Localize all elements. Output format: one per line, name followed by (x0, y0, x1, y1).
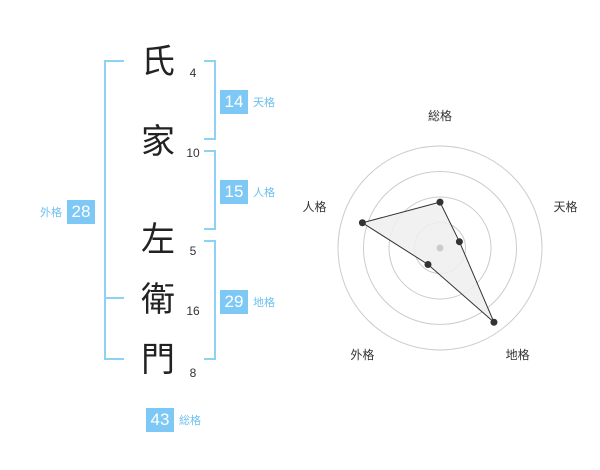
tenkaku-value: 14 (220, 90, 248, 114)
name-char-3: 左 (141, 220, 175, 260)
tenkaku-label: 天格 (253, 96, 275, 109)
radar-point-3 (490, 318, 498, 326)
radar-grid-ring (363, 171, 517, 325)
stroke-count-4: 16 (186, 304, 200, 318)
stroke-count-5: 8 (189, 366, 197, 380)
radar-points (358, 198, 498, 326)
radar-center-dot (436, 244, 444, 252)
jinkaku-badge: 15 人格 (220, 180, 275, 204)
radar-grid-ring (388, 196, 492, 300)
chikaku-value: 29 (220, 290, 248, 314)
radar-axis-label-1: 総格 (428, 108, 452, 123)
chikaku-badge: 29 地格 (220, 290, 275, 314)
radar-axis-label-5: 人格 (302, 199, 326, 214)
stroke-count-1: 4 (189, 66, 197, 80)
radar-grid-ring (337, 145, 543, 351)
radar-point-1 (436, 198, 444, 206)
soukaku-value: 43 (146, 408, 174, 432)
radar-axis-label-4: 外格 (350, 347, 374, 362)
radar-axis-label-3: 地格 (506, 347, 530, 362)
name-char-1: 氏 (141, 42, 175, 82)
jinkaku-bracket (204, 150, 216, 230)
gaikaku-value: 28 (67, 200, 95, 224)
stroke-count-3: 5 (189, 244, 197, 258)
name-char-4: 衛 (141, 280, 175, 320)
soukaku-badge: 43 総格 (146, 408, 201, 432)
gaikaku-bracket-divider (104, 297, 124, 299)
gaikaku-bracket (104, 60, 124, 360)
gaikaku-label: 外格 (40, 206, 62, 219)
radar-point-2 (455, 238, 463, 246)
name-char-5: 門 (141, 340, 175, 380)
radar-point-5 (358, 219, 366, 227)
name-char-2: 家 (141, 122, 175, 162)
jinkaku-label: 人格 (253, 186, 275, 199)
radar-point-4 (424, 261, 432, 269)
chikaku-label: 地格 (253, 296, 275, 309)
tenkaku-badge: 14 天格 (220, 90, 275, 114)
chikaku-bracket (204, 240, 216, 360)
jinkaku-value: 15 (220, 180, 248, 204)
gaikaku-badge: 外格 28 (40, 200, 95, 224)
radar-axis-label-2: 天格 (553, 199, 577, 214)
stroke-count-2: 10 (186, 146, 200, 160)
tenkaku-bracket (204, 60, 216, 140)
soukaku-label: 総格 (179, 414, 201, 427)
